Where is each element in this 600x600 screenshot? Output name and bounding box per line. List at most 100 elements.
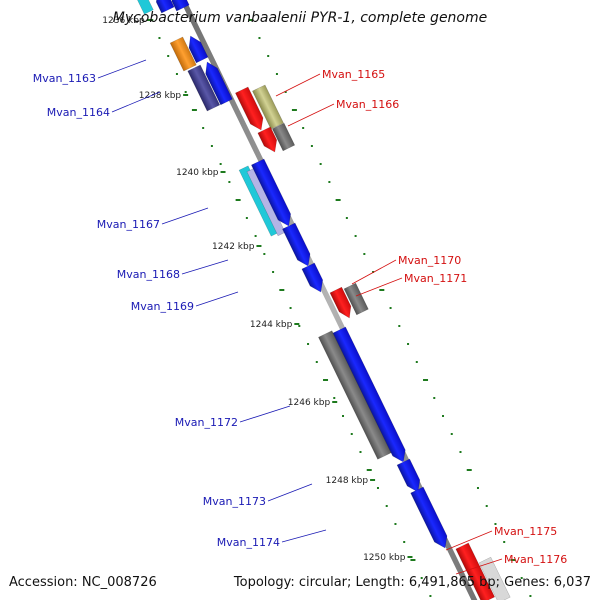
tick-mark	[175, 73, 178, 75]
gene-blue-top-a[interactable]	[152, 0, 175, 14]
tick-mark	[433, 397, 436, 399]
tick-mark	[379, 289, 385, 291]
tick-mark	[494, 523, 497, 525]
gene-label-mvan-1172[interactable]: Mvan_1172	[175, 416, 238, 429]
gene-mvan-1176[interactable]	[478, 556, 511, 600]
gene-mvan-1175[interactable]	[455, 542, 495, 600]
gene-label-mvan-1166[interactable]: Mvan_1166	[336, 98, 399, 111]
gene-label-mvan-1163[interactable]: Mvan_1163	[33, 72, 96, 85]
tick-label: 1242 kbp	[212, 242, 255, 252]
gene-blue-top-b[interactable]	[168, 0, 190, 12]
tick-mark	[302, 127, 305, 129]
tick-mark	[420, 577, 423, 579]
tick-mark	[366, 469, 372, 471]
tick-mark	[167, 55, 170, 57]
label-leader-line	[97, 59, 147, 79]
label-leader-line	[161, 207, 209, 225]
gene-mvan-1164[interactable]	[187, 64, 221, 112]
tick-mark	[363, 253, 366, 255]
tick-mark	[210, 145, 213, 147]
gene-mvan-1173[interactable]	[396, 458, 424, 495]
gene-label-mvan-1168[interactable]: Mvan_1168	[117, 268, 180, 281]
tick-mark	[415, 361, 418, 363]
gene-label-mvan-1176[interactable]: Mvan_1176	[504, 553, 567, 566]
gene-mvan-1174[interactable]	[410, 486, 452, 551]
gene-label-mvan-1165[interactable]: Mvan_1165	[322, 68, 385, 81]
tick-major-mark	[332, 401, 338, 403]
tick-mark	[335, 199, 341, 201]
tick-mark	[429, 595, 432, 597]
tick-mark	[275, 73, 278, 75]
tick-major-mark	[220, 171, 226, 173]
tick-mark	[228, 181, 231, 183]
gene-mvan-1171[interactable]	[343, 282, 369, 316]
gene-label-mvan-1169[interactable]: Mvan_1169	[131, 300, 194, 313]
gene-mvan-1167-c[interactable]	[251, 158, 295, 229]
tick-mark	[323, 379, 329, 381]
tick-label: 1238 kbp	[139, 91, 182, 101]
gene-mvan-1165[interactable]	[235, 86, 267, 133]
label-leader-line	[355, 277, 403, 297]
tick-mark	[342, 415, 345, 417]
gene-mvan-1168[interactable]	[282, 222, 314, 269]
gene-label-mvan-1175[interactable]: Mvan_1175	[494, 525, 557, 538]
tick-mark	[520, 577, 523, 579]
gene-mvan-1163-arrow[interactable]	[185, 33, 209, 64]
gene-label-mvan-1167[interactable]: Mvan_1167	[97, 218, 160, 231]
gene-mvan-1166[interactable]	[257, 126, 281, 155]
gene-mvan-1166-b[interactable]	[272, 122, 296, 152]
tick-major-mark	[256, 245, 262, 247]
gene-label-mvan-1173[interactable]: Mvan_1173	[203, 495, 266, 508]
tick-label: 1236 kbp	[102, 16, 145, 26]
gene-label-mvan-1170[interactable]: Mvan_1170	[398, 254, 461, 267]
tick-mark	[298, 325, 301, 327]
tick-major-mark	[183, 94, 189, 96]
tick-mark	[307, 343, 310, 345]
tick-label: 1240 kbp	[176, 168, 219, 178]
tick-mark	[385, 505, 388, 507]
tick-mark	[485, 505, 488, 507]
gene-cyan-top[interactable]	[135, 0, 154, 15]
genome-title: Mycobacterium vanbaalenii PYR-1, complet…	[112, 10, 488, 26]
gene-label-mvan-1164[interactable]: Mvan_1164	[47, 106, 110, 119]
genome-summary-text: Topology: circular; Length: 6,491,865 bp…	[233, 575, 591, 590]
tick-mark	[450, 433, 453, 435]
gene-mvan-1164-arrow[interactable]	[201, 59, 233, 106]
gene-mvan-1169[interactable]	[301, 262, 327, 295]
label-leader-line	[181, 259, 229, 275]
tick-mark	[466, 469, 472, 471]
tick-mark	[328, 181, 331, 183]
tick-mark	[510, 559, 516, 561]
tick-label: 1248 kbp	[326, 476, 369, 486]
label-leader-line	[111, 91, 161, 113]
label-leader-line	[239, 405, 291, 423]
gene-mvan-1165-b[interactable]	[252, 84, 284, 130]
tick-mark	[372, 271, 375, 273]
label-leader-line	[195, 291, 239, 307]
tick-mark	[315, 361, 318, 363]
tick-major-mark	[146, 19, 152, 21]
gene-mvan-1163[interactable]	[169, 36, 197, 72]
tick-mark	[423, 379, 429, 381]
tick-mark	[359, 451, 362, 453]
gene-label-mvan-1174[interactable]: Mvan_1174	[217, 536, 280, 549]
tick-mark	[410, 559, 416, 561]
tick-mark	[158, 37, 161, 39]
label-leader-line	[455, 558, 503, 575]
label-leader-line	[287, 103, 335, 127]
tick-major-mark	[370, 479, 376, 481]
tick-mark	[258, 37, 261, 39]
tick-mark	[398, 325, 401, 327]
tick-mark	[279, 289, 285, 291]
tick-mark	[289, 307, 292, 309]
tick-mark	[350, 433, 353, 435]
tick-mark	[248, 19, 254, 21]
gene-label-mvan-1171[interactable]: Mvan_1171	[404, 272, 467, 285]
tick-mark	[202, 127, 205, 129]
gene-mvan-1170[interactable]	[329, 286, 355, 321]
gene-mvan-1172[interactable]	[332, 326, 410, 465]
tick-mark	[310, 145, 313, 147]
tick-mark	[394, 523, 397, 525]
